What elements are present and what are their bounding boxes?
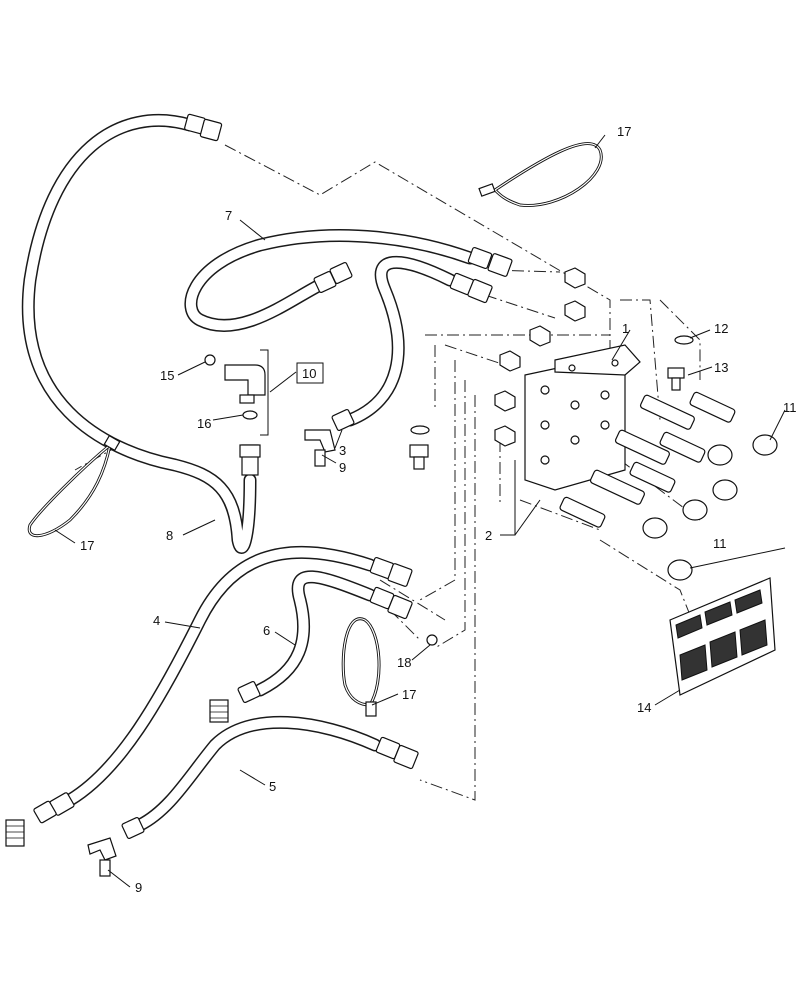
callout-14: 14: [637, 700, 651, 715]
callout-3: 3: [339, 443, 346, 458]
bolt-left: [409, 425, 430, 470]
callout-12: 12: [714, 321, 728, 336]
callout-6: 6: [263, 623, 270, 638]
hose-3: [331, 255, 493, 431]
callout-16: 16: [197, 416, 211, 431]
callout-9-upper: 9: [339, 460, 346, 475]
elbow-adapter-9-lower: [87, 837, 117, 877]
quick-couplers: [559, 391, 736, 528]
callout-17-top: 17: [617, 124, 631, 139]
adapter-left-b: [5, 819, 25, 847]
cable-tie-17-left: [27, 434, 121, 538]
nuts-2: [494, 267, 586, 447]
bracket-plate-1: [524, 344, 641, 491]
callout-8: 8: [166, 528, 173, 543]
washer-12: [674, 335, 694, 345]
callout-labels: 17 7 1 12 13 11 11 15 16 10 3 9 8 17 2 4…: [80, 124, 797, 895]
callout-18: 18: [397, 655, 411, 670]
elbow-fitting-10: [204, 354, 266, 420]
callout-1: 1: [622, 321, 629, 336]
callout-17-left: 17: [80, 538, 94, 553]
hose-5: [121, 715, 419, 839]
callout-4: 4: [153, 613, 160, 628]
cable-tie-17-top: [478, 142, 603, 207]
adapter-left-a: [209, 699, 229, 723]
snap-ring-18: [426, 634, 438, 646]
callout-15: 15: [160, 368, 174, 383]
callout-17-center: 17: [402, 687, 416, 702]
callout-5: 5: [269, 779, 276, 794]
cable-tie-17-center: [341, 617, 381, 717]
leader-lines: [54, 134, 786, 888]
callout-11-bottom: 11: [713, 536, 727, 551]
callout-2: 2: [485, 528, 492, 543]
bolt-13: [667, 367, 685, 391]
callout-9-lower: 9: [135, 880, 142, 895]
hose-7: [184, 228, 513, 332]
decal-14: [669, 577, 776, 696]
callout-13: 13: [714, 360, 728, 375]
callout-7: 7: [225, 208, 232, 223]
callout-10: 10: [302, 366, 316, 381]
dust-caps-11: [642, 434, 778, 581]
elbow-adapter-9-upper: [304, 429, 336, 467]
callout-11-top: 11: [783, 400, 797, 415]
hose-6: [237, 570, 413, 703]
hose-4: [33, 545, 413, 824]
